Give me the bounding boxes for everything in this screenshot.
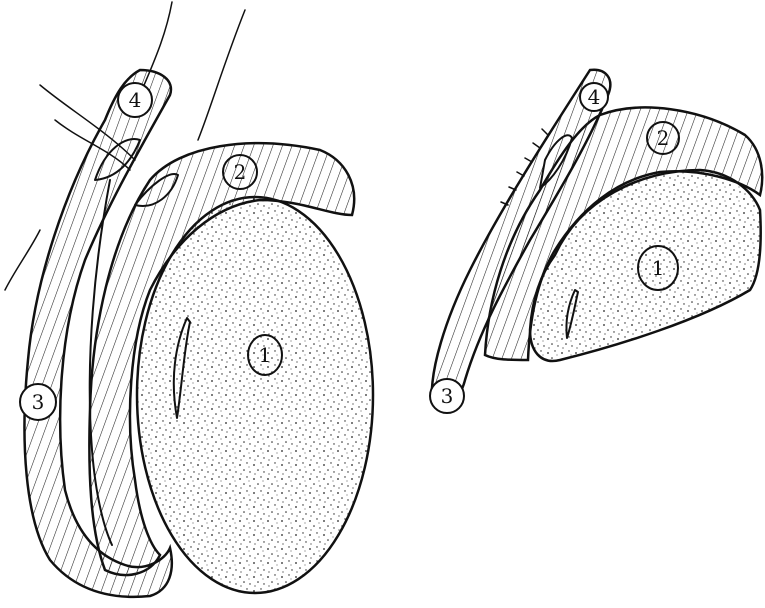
right-label-3: 3 — [430, 379, 464, 413]
svg-text:4: 4 — [588, 85, 601, 109]
svg-text:3: 3 — [441, 384, 454, 408]
svg-text:2: 2 — [234, 160, 247, 184]
svg-text:2: 2 — [657, 126, 670, 150]
svg-text:1: 1 — [259, 343, 272, 367]
right-figure: 4 2 1 3 — [430, 70, 762, 413]
left-testis — [137, 197, 373, 593]
left-figure: 4 2 1 3 — [5, 2, 373, 597]
svg-text:3: 3 — [32, 390, 45, 414]
right-label-4: 4 — [580, 83, 608, 111]
svg-text:1: 1 — [652, 256, 665, 280]
svg-text:4: 4 — [129, 88, 142, 112]
left-label-4: 4 — [118, 83, 152, 117]
left-label-3: 3 — [20, 384, 56, 420]
